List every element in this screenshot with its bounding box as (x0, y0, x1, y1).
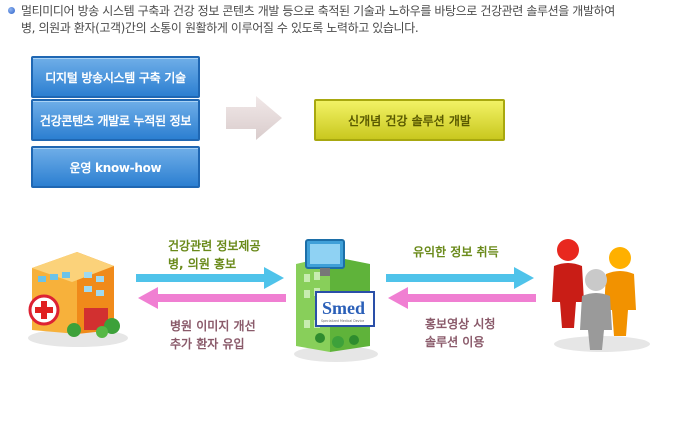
intro-line-1: 멀티미디어 방송 시스템 구축과 건강 정보 콘텐츠 개발 등으로 축적된 기술… (21, 4, 615, 18)
people-group-icon (552, 239, 650, 352)
hospital-building-icon (28, 252, 128, 347)
smed-building-icon: Smed Specialized Medical Device (294, 239, 378, 362)
label-line: 건강관련 정보제공 (168, 239, 261, 253)
label-image-improve: 병원 이미지 개선 추가 환자 유입 (170, 317, 256, 353)
left-arrow-icon (388, 287, 536, 309)
label-line: 병원 이미지 개선 (170, 319, 256, 333)
intro-line-2: 병, 의원과 환자(고객)간의 소통이 원활하게 이루어질 수 있도록 노력하고… (21, 21, 419, 35)
label-video-watch: 홍보영상 시청 솔루션 이용 (425, 315, 495, 351)
label-info-provide: 건강관련 정보제공 병, 의원 홍보 (168, 237, 261, 273)
tech-box-content: 건강콘텐츠 개발로 누적된 정보 (31, 99, 200, 141)
label-line: 솔루션 이용 (425, 335, 485, 349)
tech-box-broadcast: 디지털 방송시스템 구축 기술 (31, 56, 200, 98)
left-arrow-icon (138, 287, 286, 309)
right-arrow-icon (386, 267, 534, 289)
intro-text: 멀티미디어 방송 시스템 구축과 건강 정보 콘텐츠 개발 등으로 축적된 기술… (8, 3, 673, 37)
label-line: 홍보영상 시청 (425, 317, 496, 331)
label-line: 추가 환자 유입 (170, 337, 245, 351)
right-arrow-icon (136, 267, 284, 289)
label-line: 병, 의원 홍보 (168, 257, 237, 271)
smed-logo: Smed (322, 298, 365, 318)
bullet-icon (8, 7, 15, 14)
label-line: 유익한 정보 취득 (413, 245, 499, 259)
label-info-acquire: 유익한 정보 취득 (413, 243, 499, 261)
right-arrow-icon (226, 96, 282, 140)
tech-box-knowhow: 운영 know-how (31, 146, 200, 188)
new-solution-box: 신개념 건강 솔루션 개발 (314, 99, 505, 141)
smed-tagline: Specialized Medical Device (321, 319, 364, 323)
